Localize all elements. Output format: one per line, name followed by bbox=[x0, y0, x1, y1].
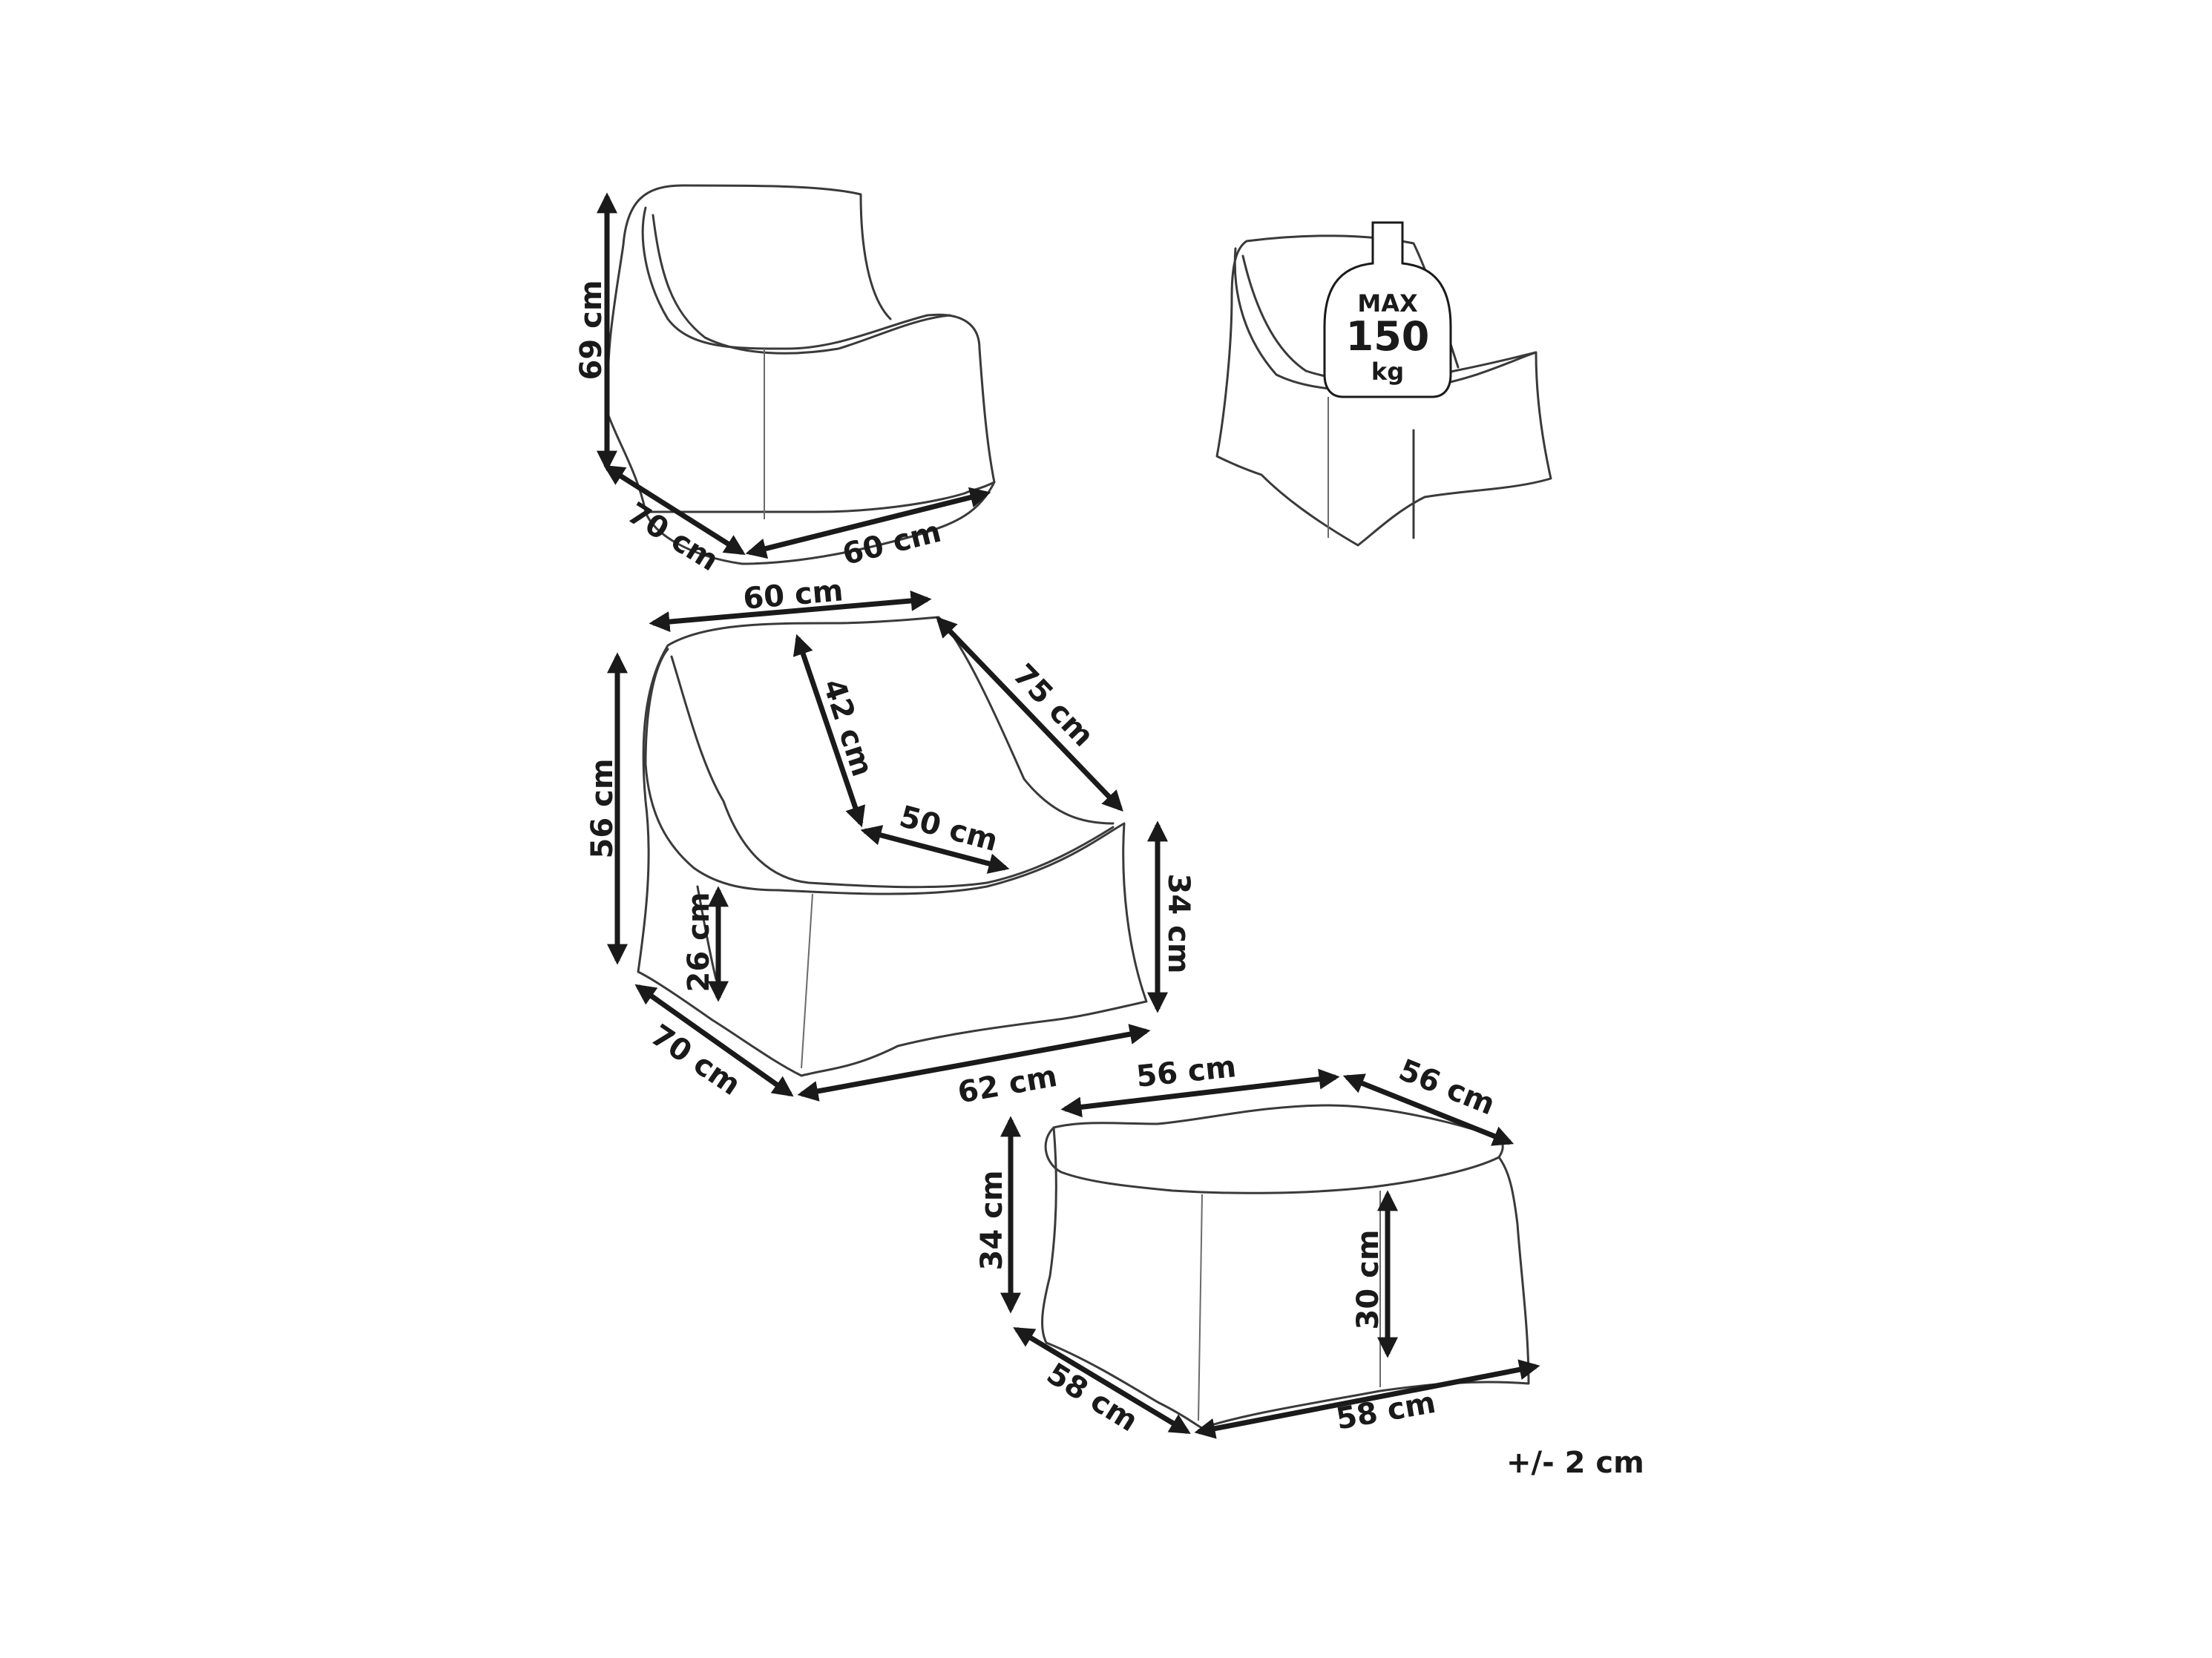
weight-badge-unit: kg bbox=[1371, 358, 1404, 386]
label-ottoman-inner-height: 30 cm bbox=[1351, 1230, 1385, 1330]
ottoman-dims: 56 cm 56 cm 34 cm 30 cm 58 cm 58 cm bbox=[975, 1050, 1540, 1439]
tolerance-note: +/- 2 cm bbox=[1506, 1446, 1644, 1480]
label-chair-total-height: 56 cm bbox=[585, 759, 620, 859]
label-ottoman-width: 58 cm bbox=[1333, 1386, 1438, 1437]
weight-badge-max: MAX bbox=[1357, 289, 1418, 318]
label-ottoman-top-width: 56 cm bbox=[1135, 1050, 1238, 1094]
label-chair-seat-width: 50 cm bbox=[896, 800, 1001, 858]
label-ottoman-top-depth: 56 cm bbox=[1394, 1053, 1500, 1122]
label-ottoman-height: 34 cm bbox=[975, 1171, 1009, 1271]
weight-badge-value: 150 bbox=[1346, 313, 1430, 360]
chair-small-dims: 69 cm 70 cm 60 cm bbox=[574, 192, 991, 578]
label-chair-seat-height: 26 cm bbox=[682, 892, 716, 993]
label-chair-bottom-width: 62 cm bbox=[955, 1059, 1060, 1111]
chair-main-dims: 60 cm 75 cm 42 cm 50 cm 56 cm 26 cm 34 c… bbox=[585, 573, 1195, 1110]
label-chair-depth: 70 cm bbox=[644, 1018, 746, 1102]
weight-icon bbox=[1323, 221, 1452, 398]
label-chair-small-width: 60 cm bbox=[839, 515, 945, 572]
chair-main-drawing bbox=[637, 616, 1148, 1077]
label-chair-small-height: 69 cm bbox=[574, 280, 608, 381]
weight-badge: MAX 150 kg bbox=[1323, 221, 1452, 398]
label-chair-arm-height: 34 cm bbox=[1161, 874, 1195, 974]
